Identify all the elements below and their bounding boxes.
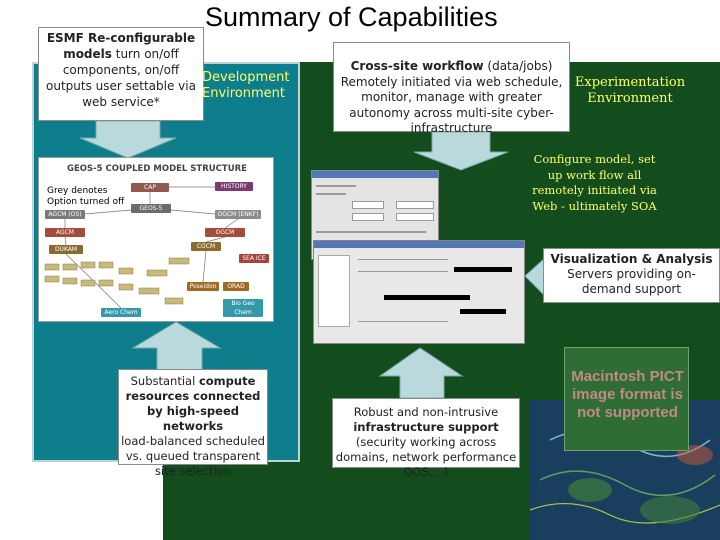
compute-pre: Substantial: [130, 374, 199, 388]
esmf-callout: ESMF Re-configurable models turn on/off …: [38, 27, 204, 121]
experimentation-environment-label: Experimentation Environment: [574, 75, 686, 106]
cross-site-desc: Remotely initiated via web schedule, mon…: [340, 74, 563, 136]
viz-heading: Visualization & Analysis: [550, 252, 713, 266]
geos-agcm-os: AGCM (OS): [45, 210, 85, 219]
workflow-screenshot-2: [313, 240, 525, 344]
pict-placeholder: Macintosh PICT image format is not suppo…: [564, 347, 689, 451]
gantt-bar: [384, 295, 470, 300]
esmf-desc: turn on/off components, on/off outputs u…: [46, 47, 196, 109]
grey-denotes-note: Grey denotes Option turned off: [47, 186, 125, 207]
viz-desc: Servers providing on-demand support: [567, 267, 696, 296]
geos-sea-ice: SEA ICE: [239, 254, 269, 263]
form-field: [352, 201, 384, 209]
geos-model-structure-figure: GEOS-5 COUPLED MODEL STRUCTURE Grey deno…: [38, 157, 274, 322]
compute-callout: Substantial compute resources connected …: [118, 369, 268, 478]
robust-desc: (security working across domains, networ…: [335, 435, 517, 479]
form-line: [316, 231, 426, 233]
robust-callout: Robust and non-intrusive infrastructure …: [332, 398, 520, 479]
gantt-line: [358, 259, 448, 260]
geos-aero-chem: Aero Chem: [101, 308, 141, 317]
configure-model-label: Configure model, set up work flow all re…: [532, 152, 657, 213]
form-field: [352, 213, 384, 221]
form-line: [316, 193, 346, 195]
geos-geos5: GEOS-5: [131, 204, 171, 213]
esmf-heading: ESMF Re-configurable models: [46, 31, 196, 61]
geos-ogcm: OGCM: [205, 228, 245, 237]
gantt-bar: [454, 267, 512, 272]
geos-cocm: COCM: [191, 242, 221, 251]
geos-figure-title: GEOS-5 COUPLED MODEL STRUCTURE: [67, 164, 247, 174]
cross-site-callout: Cross-site workflow (data/jobs) Remotely…: [333, 42, 570, 135]
geos-orad: ORAD: [223, 282, 249, 291]
cross-site-heading: Cross-site workflow: [350, 59, 484, 73]
compute-arrow: [131, 321, 222, 371]
visualization-callout: Visualization & Analysis Servers providi…: [543, 248, 720, 303]
geos-history: HISTORY: [215, 182, 253, 191]
cross-site-sub: (data/jobs): [483, 59, 553, 73]
gantt-bar: [460, 309, 506, 314]
geos-connector-lines: [44, 186, 239, 309]
pict-unsupported-text: Macintosh PICT image format is not suppo…: [571, 368, 684, 421]
geos-poseidon: Poseidon: [187, 282, 219, 291]
cross-site-arrow: [413, 131, 509, 171]
robust-arrow: [378, 347, 464, 399]
page-title: Summary of Capabilities: [205, 2, 498, 32]
form-line: [316, 185, 356, 187]
compute-desc: load-balanced scheduled vs. queued trans…: [121, 434, 265, 478]
window-titlebar: [312, 171, 438, 178]
geos-ogcm-enkf: OGCM (ENKF): [215, 210, 261, 219]
form-field: [396, 213, 434, 221]
form-field: [396, 201, 434, 209]
robust-pre: Robust and non-intrusive: [353, 405, 499, 419]
gantt-line: [358, 321, 448, 322]
window-titlebar: [314, 241, 524, 248]
geos-bio-geo-chem: Bio Geo Chem: [223, 299, 263, 317]
gantt-line: [358, 271, 448, 272]
geos-cap: CAP: [131, 183, 169, 192]
geos-agcm: AGCM: [45, 228, 85, 237]
esmf-arrow: [79, 120, 177, 159]
development-environment-label: Development Environment: [202, 70, 290, 101]
tree-panel: [318, 255, 350, 327]
robust-heading: infrastructure support: [353, 420, 499, 434]
compute-heading: compute resources connected by high-spee…: [125, 374, 261, 433]
geos-dukam: DUKAM: [49, 245, 83, 254]
